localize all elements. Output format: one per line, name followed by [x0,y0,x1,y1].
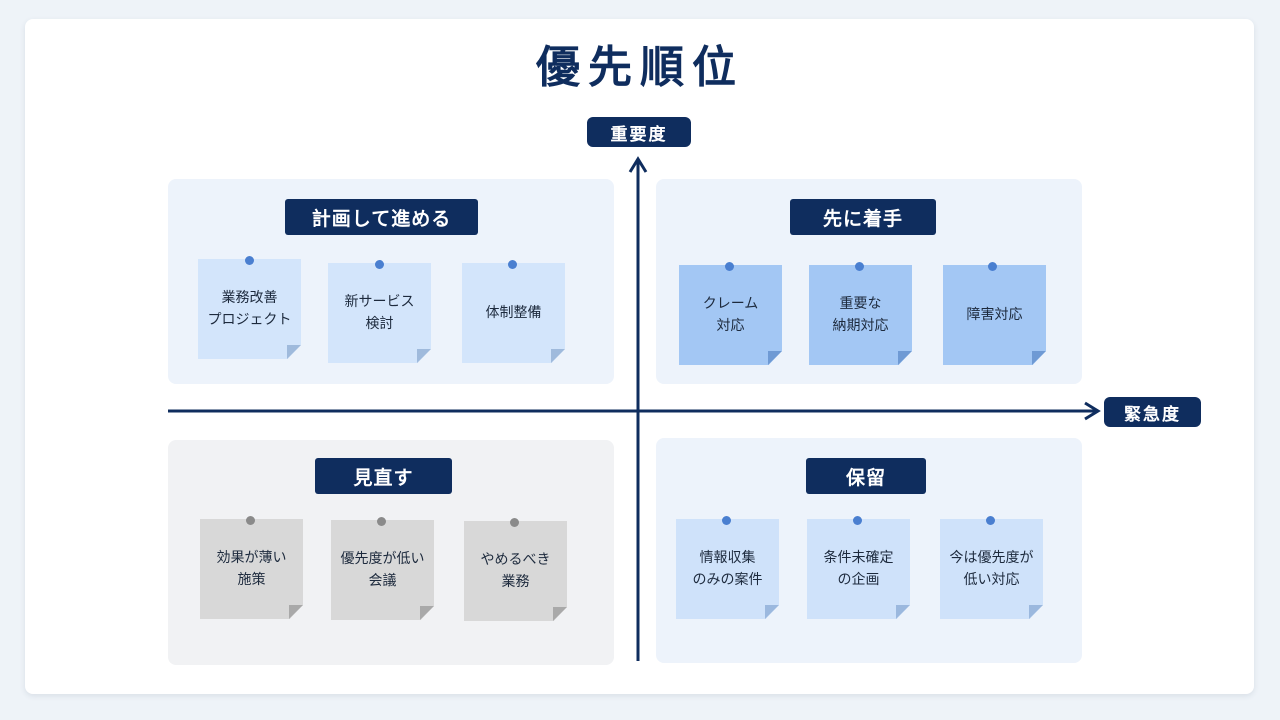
pin-icon [245,256,254,265]
quadrant-label-review: 見直す [315,458,452,494]
pin-icon [855,262,864,271]
pin-icon [986,516,995,525]
pin-icon [508,260,517,269]
sticky-note: 重要な 納期対応 [809,265,912,365]
pin-icon [725,262,734,271]
quadrant-label-plan: 計画して進める [285,199,478,235]
sticky-note: 業務改善 プロジェクト [198,259,301,359]
quadrant-label-hold: 保留 [806,458,926,494]
sticky-note: 体制整備 [462,263,565,363]
y-axis-arrowhead [628,156,648,173]
pin-icon [375,260,384,269]
sticky-note: 優先度が低い 会議 [331,520,434,620]
sticky-note: クレーム 対応 [679,265,782,365]
sticky-note: 障害対応 [943,265,1046,365]
sticky-note: 新サービス 検討 [328,263,431,363]
pin-icon [246,516,255,525]
pin-icon [722,516,731,525]
x-axis-arrowhead [1084,401,1101,421]
x-axis-label: 緊急度 [1104,397,1201,427]
sticky-note: 条件未確定 の企画 [807,519,910,619]
page-title: 優先順位 [536,42,744,93]
sticky-note: 効果が薄い 施策 [200,519,303,619]
sticky-note: 今は優先度が 低い対応 [940,519,1043,619]
y-axis-label: 重要度 [587,117,691,147]
pin-icon [853,516,862,525]
pin-icon [510,518,519,527]
quadrant-label-do-first: 先に着手 [790,199,936,235]
sticky-note: やめるべき 業務 [464,521,567,621]
pin-icon [377,517,386,526]
sticky-note: 情報収集 のみの案件 [676,519,779,619]
pin-icon [988,262,997,271]
